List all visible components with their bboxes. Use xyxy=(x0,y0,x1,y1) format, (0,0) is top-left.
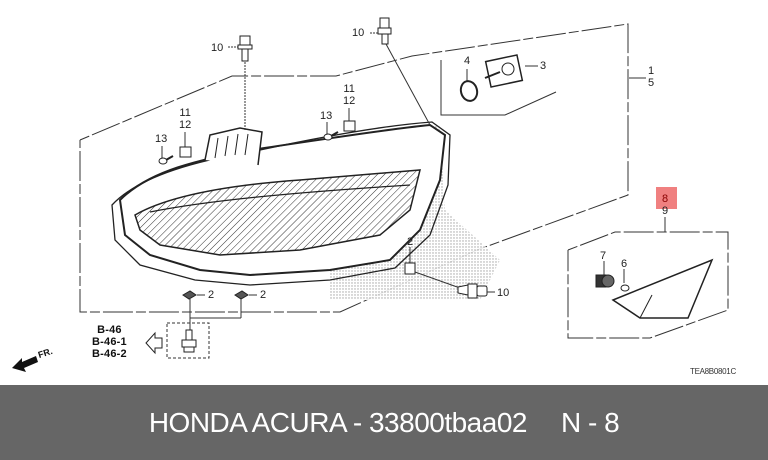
reference-block: B-46 B-46-1 B-46-2 xyxy=(92,324,127,360)
reference-item: B-46-1 xyxy=(92,336,127,348)
callout-screw: 13 xyxy=(155,133,168,145)
callout-bulb-socket: 7 xyxy=(600,250,607,262)
callout-bolt: 10 xyxy=(497,287,510,299)
highlight-marker xyxy=(656,187,677,209)
callout-clip-right: 11 12 xyxy=(343,83,355,107)
callout-clip: 11 xyxy=(343,83,355,95)
reference-item: B-46 xyxy=(97,324,122,336)
callout-assembly: 1 xyxy=(648,65,655,77)
footer-position: N - 8 xyxy=(560,406,620,438)
callout-clip: 12 xyxy=(179,119,192,131)
callout-clip: 11 xyxy=(179,107,191,119)
callout-bolt: 10 xyxy=(211,42,224,54)
footer-bar: HONDA ACURA - 33800tbaa02 N - 8 xyxy=(0,385,768,460)
callout-side-marker[interactable]: 8 9 xyxy=(662,193,668,217)
callout-side-marker-highlighted[interactable]: 8 xyxy=(662,193,669,205)
callout-actuator: 3 xyxy=(540,60,547,72)
callout-ring: 4 xyxy=(464,55,471,67)
callout-bolt: 10 xyxy=(352,27,365,39)
callout-headlight-assembly: 1 5 xyxy=(648,65,654,89)
callout-assembly: 5 xyxy=(648,77,655,89)
parts-diagram: 10 10 10 11 12 13 11 12 13 4 3 1 5 2 2 2… xyxy=(12,17,737,376)
callout-screw: 13 xyxy=(320,110,333,122)
callout-clip: 12 xyxy=(343,95,356,107)
footer-title: HONDA ACURA - 33800tbaa02 xyxy=(148,406,528,438)
callout-bulb: 6 xyxy=(621,258,628,270)
callout-nut: 2 xyxy=(208,289,215,301)
drawing-code: TEA8B0801C xyxy=(690,367,736,376)
callout-nut: 2 xyxy=(407,236,414,248)
callout-clip-left: 11 12 xyxy=(179,107,191,131)
reference-item: B-46-2 xyxy=(92,348,127,360)
callout-nut: 2 xyxy=(260,289,267,301)
diagram-linework xyxy=(12,17,729,372)
callout-side-marker: 9 xyxy=(662,205,669,217)
